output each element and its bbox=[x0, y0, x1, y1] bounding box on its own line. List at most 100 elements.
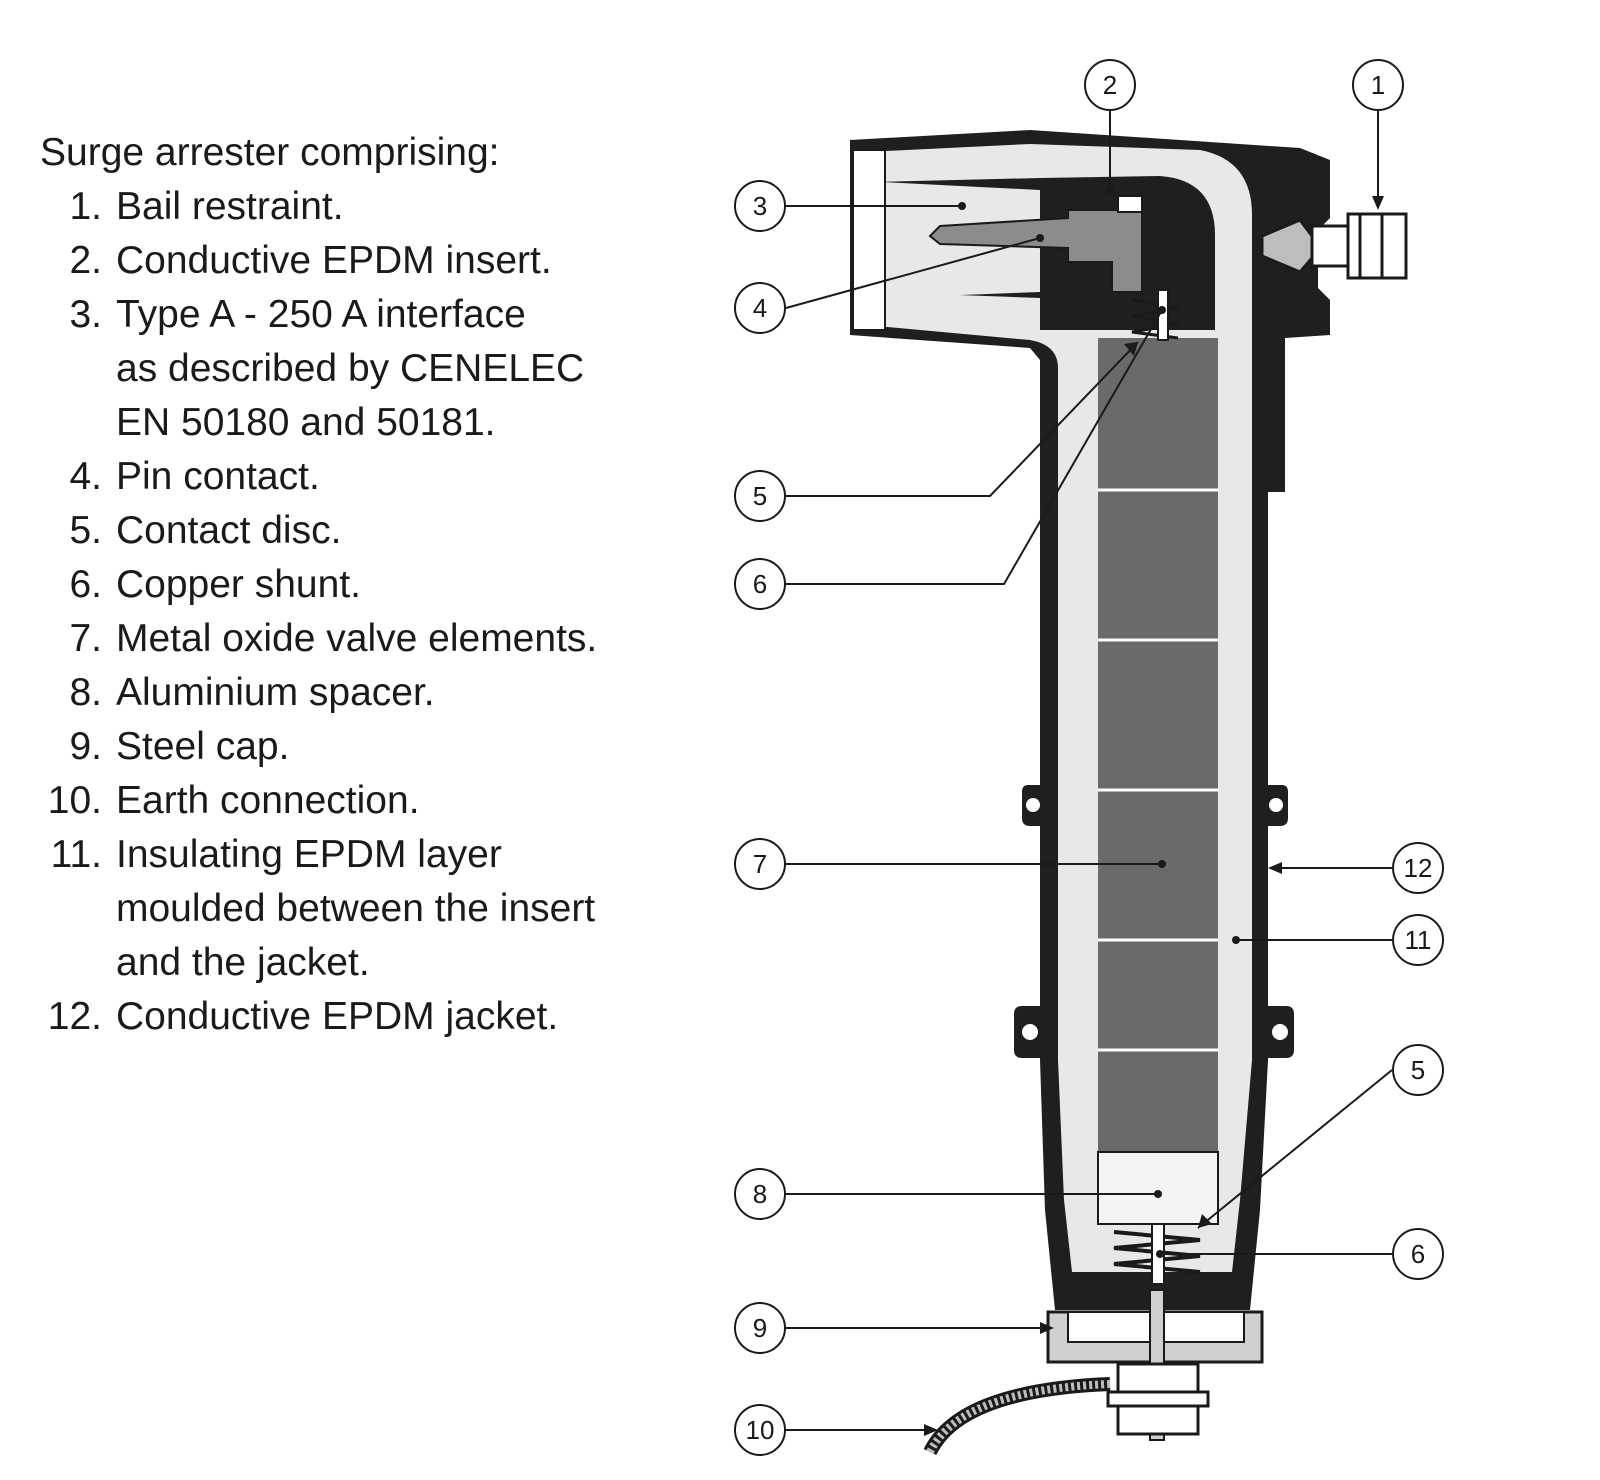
legend-item-text: Metal oxide valve elements. bbox=[116, 617, 598, 660]
callout-label: 11 bbox=[1405, 925, 1432, 955]
legend-item-number: 5. bbox=[69, 509, 102, 552]
legend-item: 2. Conductive EPDM insert. bbox=[40, 234, 597, 288]
pin-cap bbox=[1117, 195, 1143, 213]
callout-circle bbox=[734, 558, 786, 610]
base-nut-upper bbox=[1116, 1362, 1200, 1394]
callout-label: 4 bbox=[753, 293, 767, 323]
callout-circle bbox=[734, 180, 786, 232]
legend-list: 1. Bail restraint. 2. Conductive EPDM inser… bbox=[40, 180, 597, 1044]
callout-circle bbox=[1392, 1228, 1444, 1280]
leader-arrowhead bbox=[924, 1424, 938, 1436]
callout-label: 10 bbox=[746, 1415, 775, 1445]
leader-dot bbox=[1106, 186, 1114, 194]
legend-item: 3. Type A - 250 A interface as described b… bbox=[40, 288, 597, 450]
callout-label: 9 bbox=[753, 1313, 767, 1343]
callout-circle bbox=[734, 282, 786, 334]
legend-item-text: Steel cap. bbox=[116, 725, 290, 768]
parts-legend: Surge arrester comprising: 1. Bail restra… bbox=[40, 126, 597, 1044]
legend-item-text: moulded between the insert bbox=[116, 887, 596, 930]
legend-item-text: Copper shunt. bbox=[116, 563, 361, 606]
callout-circle bbox=[1352, 59, 1404, 111]
callout-label: 2 bbox=[1103, 70, 1117, 100]
callout-label: 3 bbox=[753, 191, 767, 221]
leader-dot bbox=[958, 202, 966, 210]
mounting-ears bbox=[1014, 785, 1294, 1058]
earth-cable-core bbox=[926, 1380, 1111, 1454]
legend-item: 10. Earth connection. bbox=[40, 774, 597, 828]
top-spring bbox=[1131, 298, 1179, 340]
legend-item-text: and the jacket. bbox=[116, 941, 370, 984]
legend-item-number: 12. bbox=[47, 995, 102, 1038]
leader-arrowhead bbox=[1268, 862, 1282, 874]
callout-leaders bbox=[785, 110, 1393, 1436]
legend-item: 12. Conductive EPDM jacket. bbox=[40, 990, 597, 1044]
callout-label: 1 bbox=[1371, 70, 1385, 100]
callout-label: 6 bbox=[753, 569, 767, 599]
legend-item: 7. Metal oxide valve elements. bbox=[40, 612, 597, 666]
pin-contact bbox=[928, 209, 1143, 293]
leader-line bbox=[786, 341, 1139, 497]
callout-label: 12 bbox=[1404, 853, 1433, 883]
legend-item-text: Bail restraint. bbox=[116, 185, 344, 228]
leader-arrowhead bbox=[1040, 1322, 1054, 1334]
legend-item-number: 3. bbox=[69, 293, 102, 336]
leader-arrowhead bbox=[1124, 342, 1138, 356]
leader-dot bbox=[1154, 1190, 1162, 1198]
legend-item-text: Conductive EPDM jacket. bbox=[116, 995, 559, 1038]
legend-item-number: 11. bbox=[50, 833, 102, 876]
legend-item-text: Conductive EPDM insert. bbox=[116, 239, 552, 282]
legend-item-text: Type A - 250 A interface bbox=[116, 293, 526, 336]
callout-circle bbox=[1392, 914, 1444, 966]
disc-separators bbox=[1098, 488, 1218, 1052]
leader-dot bbox=[1036, 234, 1044, 242]
callout-label: 6 bbox=[1411, 1239, 1425, 1269]
legend-item: 11. Insulating EPDM layer moulded between … bbox=[40, 828, 597, 990]
legend-item-number: 9. bbox=[69, 725, 102, 768]
leader-arrowhead bbox=[1372, 196, 1384, 210]
callout-circle bbox=[734, 1168, 786, 1220]
callout-circle bbox=[1392, 1044, 1444, 1096]
legend-item-text: Aluminium spacer. bbox=[116, 671, 435, 714]
base-nut-lower bbox=[1116, 1404, 1200, 1436]
legend-item-number: 2. bbox=[69, 239, 102, 282]
leader-dot bbox=[1158, 860, 1166, 868]
legend-item-text: Insulating EPDM layer bbox=[116, 833, 502, 876]
legend-item-number: 1. bbox=[69, 185, 102, 228]
legend-item-text: Earth connection. bbox=[116, 779, 420, 822]
legend-title: Surge arrester comprising: bbox=[40, 131, 500, 174]
callout-circle bbox=[734, 470, 786, 522]
legend-item-number: 7. bbox=[69, 617, 102, 660]
leader-line bbox=[786, 309, 1163, 585]
callout-circle bbox=[734, 1404, 786, 1456]
legend-item: 9. Steel cap. bbox=[40, 720, 597, 774]
legend-item: 6. Copper shunt. bbox=[40, 558, 597, 612]
legend-item-text: as described by CENELEC bbox=[116, 347, 585, 390]
callout-label: 5 bbox=[1411, 1055, 1425, 1085]
legend-item: 1. Bail restraint. bbox=[40, 180, 597, 234]
leader-arrowhead bbox=[1198, 1214, 1212, 1228]
leader-line bbox=[1197, 1069, 1393, 1229]
aluminium-spacer bbox=[1097, 1151, 1219, 1225]
legend-item-number: 6. bbox=[69, 563, 102, 606]
bail-restraint bbox=[1260, 212, 1408, 280]
legend-item: 5. Contact disc. bbox=[40, 504, 597, 558]
leader-dot bbox=[1156, 1250, 1164, 1258]
valve-element-stack bbox=[1098, 338, 1218, 1152]
arrester-body bbox=[850, 130, 1408, 1456]
leader-line bbox=[785, 237, 1041, 309]
legend-item: 8. Aluminium spacer. bbox=[40, 666, 597, 720]
legend-item-text: Contact disc. bbox=[116, 509, 342, 552]
leader-dot bbox=[1232, 936, 1240, 944]
legend-item-number: 10. bbox=[47, 779, 102, 822]
callout-label: 5 bbox=[753, 481, 767, 511]
legend-item-text: EN 50180 and 50181. bbox=[116, 401, 496, 444]
callout-label: 7 bbox=[753, 849, 767, 879]
legend-item-number: 8. bbox=[69, 671, 102, 714]
base-washer bbox=[1106, 1390, 1210, 1408]
legend-item: 4.Pin contact. bbox=[40, 450, 597, 504]
callout-circle bbox=[734, 838, 786, 890]
callout-circle bbox=[1084, 59, 1136, 111]
callout-circle bbox=[1392, 842, 1444, 894]
